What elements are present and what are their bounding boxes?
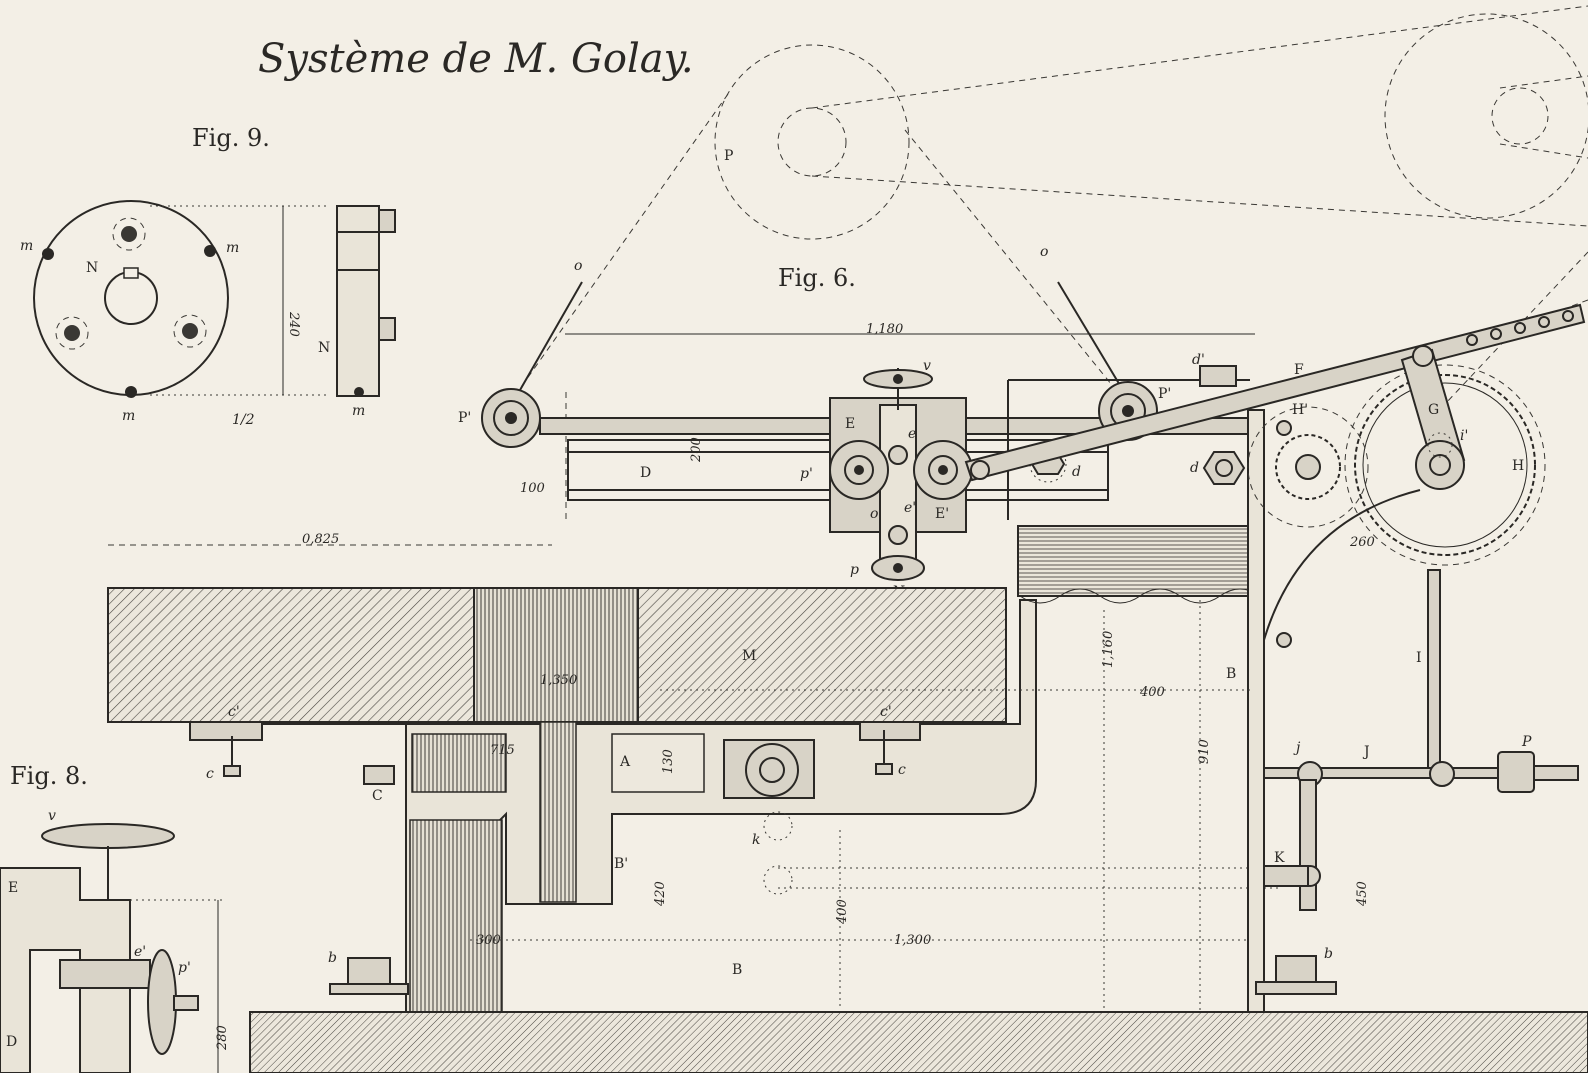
label-M: M	[742, 648, 756, 664]
label-B2: B	[732, 962, 742, 978]
pulley-p-prime-left	[481, 388, 541, 448]
dim-450: 450	[1355, 881, 1370, 907]
label-D: D	[640, 465, 651, 481]
label-P: P	[724, 148, 733, 164]
dim-260: 260	[1349, 535, 1375, 550]
label-e-prime: e'	[904, 500, 916, 516]
label-K: K	[1274, 850, 1285, 866]
dim-300: 300	[476, 933, 501, 948]
fig9-label-m3: m	[122, 408, 135, 424]
label-o3: o	[870, 506, 878, 522]
label-C: C	[372, 788, 383, 804]
fig6-caption: Fig. 6.	[778, 264, 856, 292]
label-c-prime1: c'	[228, 704, 240, 720]
label-p-prime: p'	[800, 466, 813, 482]
dim-715: 715	[490, 743, 515, 758]
fig8-label-D: D	[6, 1034, 17, 1050]
label-d2: d	[1072, 464, 1081, 480]
label-b1: b	[328, 950, 337, 966]
label-c2: c	[898, 762, 906, 778]
figure-8: Fig. 8. v E e' p' D 280	[0, 762, 230, 1073]
fig9-label-N2: N	[318, 340, 330, 356]
label-c1: c	[206, 766, 214, 782]
fig9-label-m1: m	[20, 238, 33, 254]
fig8-label-E: E	[8, 880, 18, 896]
fig9-label-m2: m	[226, 240, 239, 256]
label-k: k	[752, 832, 760, 848]
pulley-p-prime-small-left	[829, 440, 889, 500]
fig9-caption: Fig. 9.	[192, 124, 270, 152]
dim-1160: 1,160	[1101, 631, 1116, 668]
dim-0825: 0,825	[302, 532, 339, 547]
fig9-label-scale: 1/2	[232, 412, 255, 428]
label-e: e	[908, 426, 916, 442]
label-o1: o	[574, 258, 582, 274]
dim-130: 130	[661, 749, 676, 774]
fig9-label-N1: N	[86, 260, 98, 276]
label-I: I	[1416, 650, 1422, 666]
figure-9: Fig. 9. m m m N 1/2 240 N m	[20, 124, 396, 428]
label-B1: B	[1226, 666, 1236, 682]
label-H: H	[1512, 458, 1524, 474]
label-d1: d	[1190, 460, 1199, 476]
label-F: F	[1294, 362, 1304, 378]
fig8-label-v: v	[48, 808, 56, 824]
label-G: G	[1428, 402, 1439, 418]
label-P-prime-right: P'	[1158, 386, 1171, 402]
label-J: J	[1362, 744, 1370, 760]
label-A: A	[619, 754, 631, 770]
label-p: p	[850, 562, 859, 578]
figure-6: Fig. 6. P o o 1,180 D 100 200	[107, 5, 1588, 1073]
plate-title: Système de M. Golay.	[258, 36, 694, 82]
dim-200: 200	[689, 437, 704, 463]
fig9-dim-240: 240	[286, 311, 301, 337]
label-B-prime: B'	[614, 856, 628, 872]
label-i-prime: i'	[1460, 428, 1468, 444]
label-b2: b	[1324, 946, 1333, 962]
fig8-label-e-prime: e'	[134, 944, 146, 960]
label-o2: o	[1040, 244, 1048, 260]
dim-1300: 1,300	[894, 933, 931, 948]
label-d-prime: d'	[1192, 352, 1205, 368]
dim-1350: 1,350	[540, 673, 577, 688]
dim-1180: 1,180	[866, 322, 903, 337]
label-c-prime2: c'	[880, 704, 892, 720]
fig8-label-p-prime: p'	[178, 960, 191, 976]
fig8-caption: Fig. 8.	[10, 762, 88, 790]
label-E-prime: E'	[935, 506, 949, 522]
dim-910: 910	[1197, 739, 1212, 764]
label-E: E	[845, 416, 855, 432]
fig9-label-m4: m	[352, 403, 365, 419]
dim-400b: 400	[835, 899, 850, 925]
dim-100: 100	[520, 481, 545, 496]
fig8-dim-280: 280	[215, 1025, 230, 1051]
label-j: j	[1293, 740, 1301, 756]
dim-400a: 400	[1139, 685, 1165, 700]
label-P-end: P	[1521, 734, 1532, 750]
pulley-p-prime-small-right	[913, 440, 973, 500]
label-H-prime: H'	[1292, 402, 1308, 418]
label-v: v	[923, 358, 931, 374]
dim-420: 420	[653, 881, 668, 907]
label-P-prime-left: P'	[458, 410, 471, 426]
